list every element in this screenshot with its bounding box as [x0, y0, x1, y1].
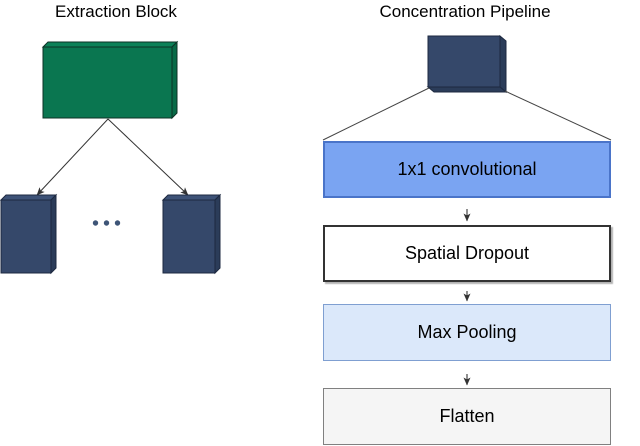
- stage-label: Spatial Dropout: [404, 243, 530, 263]
- extraction-block-title: Extraction Block: [55, 2, 177, 21]
- extraction-block-top-face: [41, 41, 179, 48]
- pipeline-stage-spatial-dropout: Spatial Dropout: [323, 225, 611, 282]
- ellipsis-dot: [114, 220, 121, 226]
- extraction-block-front-face: [42, 46, 173, 119]
- ellipsis-dot: [92, 220, 99, 226]
- extraction-block-shape: [41, 40, 179, 120]
- child-block-right-top-face: [161, 194, 222, 201]
- concentration-pipeline-title: Concentration Pipeline: [379, 2, 551, 21]
- ellipsis-dot: [103, 220, 110, 226]
- child-block-right-front-face: [162, 199, 216, 274]
- pipeline-input-bottom-face: [426, 86, 508, 93]
- stage-label: Max Pooling: [417, 322, 517, 342]
- child-block-left-front-face: [0, 199, 52, 274]
- pipeline-stage-1x1-convolutional: 1x1 convolutional: [323, 141, 611, 198]
- child-block-left: [0, 193, 58, 275]
- pipeline-input-block: [426, 34, 508, 94]
- pipeline-stage-flatten: Flatten: [323, 388, 611, 445]
- pipeline-input-side-face: [499, 34, 507, 94]
- child-block-right: [161, 193, 222, 275]
- expand-line-left: [322, 87, 430, 141]
- child-block-right-side-face: [214, 193, 221, 275]
- expand-line-right: [504, 90, 612, 141]
- stage-label: Flatten: [439, 406, 495, 426]
- arrow-to-left-child: [36, 118, 109, 196]
- child-block-left-top-face: [0, 194, 58, 201]
- arrow-to-right-child: [107, 118, 189, 196]
- child-block-left-side-face: [50, 193, 57, 275]
- ellipsis-dots-icon: [92, 220, 121, 226]
- extraction-block-side-face: [171, 40, 178, 120]
- stage-label: 1x1 convolutional: [397, 159, 537, 179]
- pipeline-input-front-face: [427, 35, 501, 88]
- pipeline-stage-max-pooling: Max Pooling: [323, 304, 611, 361]
